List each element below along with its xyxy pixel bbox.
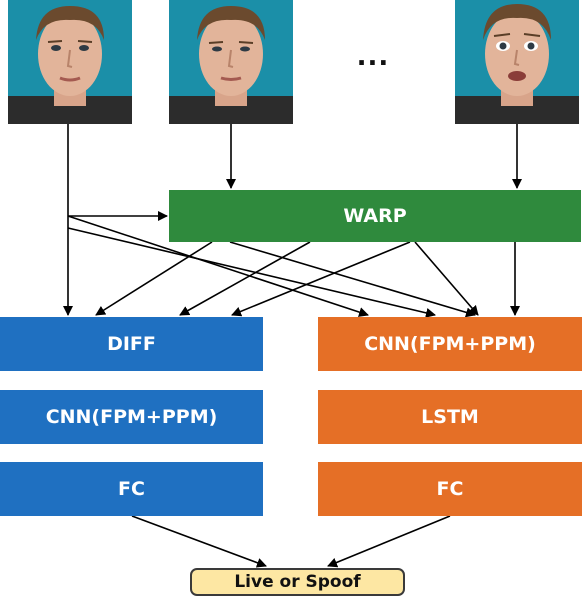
cnn-left-block: CNN(FPM+PPM) [0, 390, 263, 444]
fc-right-block: FC [318, 462, 582, 516]
arrow-frame1-to-cnn-b [67, 227, 436, 318]
diff-block: DIFF [0, 317, 263, 371]
face-frame-last [455, 0, 579, 124]
arrow-fc-right-to-output [327, 515, 451, 568]
warp-block: WARP [169, 190, 581, 242]
arrow-warp-to-diff-c [231, 241, 411, 317]
cnn-right-block: CNN(FPM+PPM) [318, 317, 582, 371]
lstm-block: LSTM [318, 390, 582, 444]
face-image-2 [169, 0, 293, 124]
arrow-warp-to-diff-a [95, 241, 213, 316]
arrow-warp-to-diff-b [179, 241, 311, 316]
face-image-last [455, 0, 579, 124]
frames-ellipsis: ... [356, 42, 390, 72]
arrow-warp-to-cnn-c [414, 241, 479, 316]
output-label: Live or Spoof [190, 568, 405, 596]
arrow-frame1-to-cnn-a [67, 215, 369, 317]
face-frame-2 [169, 0, 293, 124]
arrow-warp-to-cnn-a [229, 241, 476, 318]
arrow-fc-left-to-output [131, 515, 267, 568]
face-image-1 [8, 0, 132, 124]
face-frame-1 [8, 0, 132, 124]
fc-left-block: FC [0, 462, 263, 516]
